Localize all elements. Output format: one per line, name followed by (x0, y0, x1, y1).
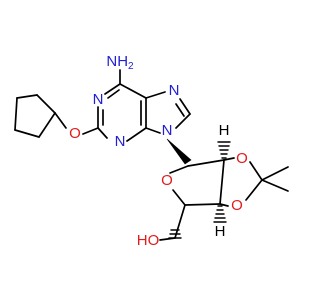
bond-o-c2 (82, 127, 99, 135)
bond-n3-c4 (126, 127, 147, 142)
bond-oring-c1 (169, 165, 189, 174)
atom-label-o-ether: O (69, 125, 81, 142)
bond-c6-n1-double (107, 89, 120, 99)
atom-label-n1: N (93, 91, 104, 108)
bond-obot-cq (245, 179, 263, 201)
molecule-structure: NH2 N N N N O O O O HO H H (14, 52, 289, 249)
atom-label-o-dioxole-top: O (236, 150, 248, 167)
bond-c4p-c5p (174, 204, 186, 239)
bond-c2p-otop (223, 157, 235, 161)
bond-cp-5 (14, 97, 18, 131)
bond-c6-n1 (104, 83, 121, 95)
bond-n7-c8 (179, 98, 191, 115)
bond-c5-c6 (119, 83, 147, 99)
bond-c3p-c4p (184, 203, 221, 206)
bond-otop-cq (249, 161, 263, 181)
bond-cp-2 (36, 94, 56, 114)
atom-label-h-top: H (219, 122, 230, 139)
atom-label-h-bottom: H (215, 223, 226, 240)
atom-labels: NH2 N N N N O O O O HO H H (69, 53, 248, 249)
atom-label-n3: N (115, 133, 126, 150)
bond-c2-n3 (97, 127, 108, 139)
bond-cp-4 (14, 129, 40, 138)
bond-cp-3 (38, 112, 56, 138)
atom-label-o-ring: O (161, 172, 173, 189)
bond-cq-me2 (261, 179, 289, 192)
bond-ch2-oh (159, 237, 176, 241)
hash-bond-top-h (217, 141, 231, 159)
bond-c1-c2p (187, 159, 225, 167)
atom-label-nh2: NH2 (106, 53, 134, 72)
bond-c3p-obot (219, 203, 229, 207)
bond-c2p-c3p (219, 159, 225, 205)
bond-c8-n9 (175, 113, 191, 129)
atom-label-n7: N (169, 82, 180, 99)
bond-cq-me1 (261, 166, 289, 181)
bond-cp-o (54, 112, 67, 129)
bond-c5-n7 (145, 91, 166, 99)
bond-cp-1 (16, 94, 38, 99)
bond-n9-c4 (145, 127, 161, 134)
atom-label-n9: N (162, 122, 173, 139)
atom-label-oh: HO (137, 232, 160, 249)
bond-group (14, 69, 289, 239)
atom-label-o-dioxole-bottom: O (231, 197, 243, 214)
wedge-bond-n9-c1 (166, 138, 192, 165)
bond-c4p-oring (172, 189, 186, 206)
bond-n7-c8-double (175, 103, 185, 117)
hash-bond-bottom-h (213, 205, 227, 223)
